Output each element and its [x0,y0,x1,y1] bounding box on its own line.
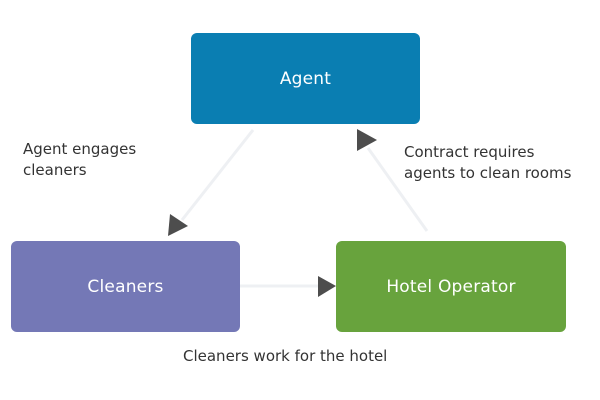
edge-label-agent-engages-cleaners: Agent engages cleaners [23,140,137,179]
edge-hotel-to-agent [357,129,429,232]
arrowhead-to-hotel [318,276,336,297]
arrowhead-to-agent [357,129,377,151]
hotel-operator-node-label: Hotel Operator [386,276,516,297]
hotel-operator-node[interactable]: Hotel Operator [336,241,566,332]
edge-label-cleaners-work-for-hotel: Cleaners work for the hotel [183,347,388,365]
edge-agent-to-cleaners [168,129,255,236]
cleaners-node-label: Cleaners [87,276,164,297]
cleaners-node[interactable]: Cleaners [11,241,240,332]
edge-line-agent-cleaners [180,129,255,221]
agent-node-label: Agent [279,68,332,89]
edge-cleaners-to-hotel [240,276,336,297]
edge-line-hotel-agent [366,147,429,232]
arrowhead-to-cleaners [168,214,188,236]
edge-label-contract-requires: Contract requires agents to clean rooms [404,143,572,182]
agent-node[interactable]: Agent [191,33,420,124]
